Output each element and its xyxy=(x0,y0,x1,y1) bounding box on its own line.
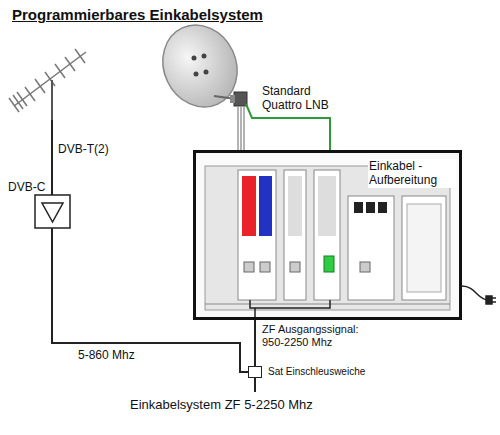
power-cord-part xyxy=(462,286,488,300)
signal-label: DVB-C xyxy=(8,180,45,194)
coax-connector xyxy=(254,320,256,366)
power-cord xyxy=(462,286,496,304)
antenna-icon-part xyxy=(17,92,27,106)
signal-label: DVB-T(2) xyxy=(58,142,109,156)
processing-panel: Einkabel - Aufbereitung xyxy=(193,150,462,320)
antenna-icon-part xyxy=(75,49,85,63)
amplifier-symbol-part xyxy=(42,203,63,222)
rack-panel-part xyxy=(324,256,334,272)
rack-panel-part xyxy=(290,262,300,272)
rack-panel-part xyxy=(348,196,394,300)
rack-panel-part xyxy=(314,170,340,300)
rack-panel-part xyxy=(360,262,370,272)
satellite-dish-part xyxy=(234,92,247,106)
diagram-title: Programmierbares Einkabelsystem xyxy=(12,6,263,24)
coax-cable-part xyxy=(51,120,53,195)
rack-panel-part xyxy=(288,176,302,236)
antenna-icon-part xyxy=(14,52,86,106)
rack-panel-part xyxy=(284,170,306,300)
rack-panel-part xyxy=(250,300,330,320)
antenna-icon-part xyxy=(55,64,65,78)
coax-cable-part xyxy=(254,378,256,392)
antenna-icon-part xyxy=(65,57,75,71)
rack-panel-part xyxy=(205,304,450,305)
rack-panel-part xyxy=(407,204,441,292)
rack-panel-part xyxy=(378,202,387,213)
diplexer-box: Sat Einschleusweiche xyxy=(248,366,262,378)
satellite-dish-part xyxy=(204,70,209,75)
rack-panel-part xyxy=(318,176,336,236)
rack-panel-part xyxy=(402,196,446,300)
satellite-dish-part xyxy=(150,13,251,120)
satellite-dish-part xyxy=(194,72,199,77)
rack-panel-part xyxy=(242,176,256,236)
rack-panel-part xyxy=(244,262,254,272)
antenna-icon-part xyxy=(25,87,35,101)
antenna-icon-part xyxy=(51,80,53,120)
rack-panel xyxy=(193,150,462,320)
node-text: Sat Einschleusweiche xyxy=(267,366,366,378)
antenna-icon xyxy=(9,49,86,120)
power-cord-part xyxy=(492,297,496,299)
rack-panel-part xyxy=(259,176,272,236)
antenna-icon-part xyxy=(35,79,45,93)
satellite-dish-part xyxy=(230,95,235,103)
rack-panel-part xyxy=(193,150,462,320)
signal-label: Standard Quattro LNB xyxy=(262,84,338,113)
amplifier-symbol-part xyxy=(35,195,70,228)
signal-label: Einkabelsystem ZF 5-2250 Mhz xyxy=(130,397,313,413)
node-text: Einkabel - Aufbereitung xyxy=(368,159,456,188)
power-cord-part xyxy=(492,301,496,303)
power-cord-part xyxy=(486,296,492,304)
signal-label: 5-860 Mhz xyxy=(78,348,135,362)
amplifier-symbol xyxy=(35,195,70,228)
satellite-dish-part xyxy=(192,56,197,61)
satellite-dish-part xyxy=(202,54,207,59)
rack-panel-part xyxy=(366,202,375,213)
antenna-icon-part xyxy=(45,72,55,86)
rack-panel-part xyxy=(354,202,363,213)
satellite-dish xyxy=(150,13,251,120)
rack-panel-part xyxy=(260,262,270,272)
edge-label: ZF Ausgangssignal: 950-2250 Mhz xyxy=(261,323,373,349)
rack-panel-part xyxy=(238,170,276,300)
